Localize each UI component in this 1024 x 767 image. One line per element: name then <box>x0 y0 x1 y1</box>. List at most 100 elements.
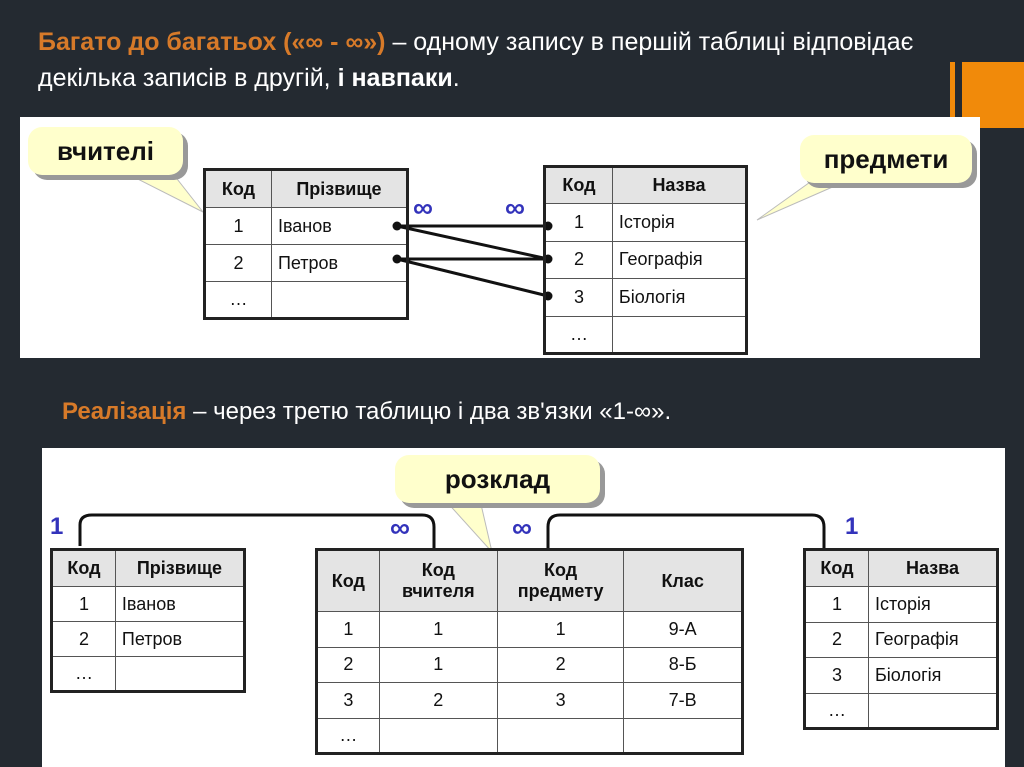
heading-highlight: Багато до багатьох («∞ - ∞») <box>38 28 386 56</box>
table-row: … <box>51 656 246 692</box>
column-header: Прізвище <box>114 549 246 587</box>
callout-schedule: розклад <box>395 455 600 503</box>
table-cell: … <box>804 692 869 729</box>
table-cell: Біологія <box>611 278 748 317</box>
table-cell: … <box>204 281 272 319</box>
column-header: Код <box>316 549 380 612</box>
table-cell: Географія <box>867 621 999 658</box>
table-cell: Географія <box>611 240 748 279</box>
table-cell: 2 <box>204 244 272 282</box>
table-cell: 1 <box>378 611 498 648</box>
column-header: Прізвище <box>270 169 409 208</box>
heading-end: . <box>452 64 460 92</box>
bracket-left <box>78 513 436 548</box>
table-cell: 2 <box>316 646 380 683</box>
table-cell <box>623 717 743 754</box>
column-header: Код <box>204 169 272 208</box>
column-header: Назва <box>611 166 748 204</box>
link-line <box>396 257 549 298</box>
table-cell: 1 <box>204 207 272 245</box>
table-cell: 3 <box>804 657 869 694</box>
heading-text: – одному запису в першій таблиці відпові… <box>38 28 914 92</box>
column-header: Код вчителя <box>378 549 498 612</box>
table-row: … <box>316 717 743 754</box>
table-cell: Історія <box>611 203 748 242</box>
table-cell: 1 <box>378 646 498 683</box>
infinity-label: ∞ <box>413 192 433 223</box>
table-cell: Петров <box>270 244 409 282</box>
table-cell: Петров <box>114 621 246 657</box>
table-cell: 1 <box>496 611 625 648</box>
table-cell <box>496 717 625 754</box>
table-cell <box>114 656 246 692</box>
table-cell: Іванов <box>270 207 409 245</box>
column-header: Код <box>804 549 869 587</box>
callout-tail-teachers <box>119 169 204 213</box>
infinity-label: ∞ <box>390 512 410 543</box>
table-cell: Біологія <box>867 657 999 694</box>
one-label: 1 <box>845 513 859 540</box>
callout-tail-schedule <box>443 499 493 554</box>
bracket-right <box>546 513 826 548</box>
callout-teachers: вчителі <box>28 127 183 175</box>
table-cell <box>378 717 498 754</box>
table-cell: 8-Б <box>623 646 743 683</box>
table-cell <box>867 692 999 729</box>
table-cell: Іванов <box>114 586 246 622</box>
table-cell: 9-А <box>623 611 743 648</box>
table-cell: 1 <box>316 611 380 648</box>
table-cell: 2 <box>51 621 116 657</box>
table-row: … <box>544 315 748 354</box>
column-header: Код предмету <box>496 549 625 612</box>
infinity-label: ∞ <box>505 192 525 223</box>
table-cell: 3 <box>544 278 613 317</box>
table-cell: 1 <box>804 586 869 623</box>
table-cell <box>611 315 748 354</box>
accent-bar-thin <box>950 62 955 126</box>
callout-subjects: предмети <box>800 135 972 183</box>
column-header: Код <box>51 549 116 587</box>
table-cell: … <box>316 717 380 754</box>
table-cell: 3 <box>496 682 625 719</box>
table-cell: 2 <box>804 621 869 658</box>
column-header: Код <box>544 166 613 204</box>
subheading: Реалізація – через третю таблицю і два з… <box>62 398 671 426</box>
infinity-label: ∞ <box>512 512 532 543</box>
table-cell: … <box>544 315 613 354</box>
table-row: … <box>804 692 999 729</box>
table-cell: 3 <box>316 682 380 719</box>
subheading-highlight: Реалізація <box>62 398 187 425</box>
heading-bold: і навпаки <box>337 64 453 92</box>
subheading-text: – через третю таблицю і два зв'язки «1-∞… <box>186 398 672 425</box>
table-cell: 1 <box>544 203 613 242</box>
column-header: Назва <box>867 549 999 587</box>
table-cell: Історія <box>867 586 999 623</box>
table-cell: 2 <box>544 240 613 279</box>
slide-heading: Багато до багатьох («∞ - ∞») – одному за… <box>38 24 938 96</box>
table-cell: 1 <box>51 586 116 622</box>
one-label: 1 <box>50 513 64 540</box>
table-cell: 2 <box>496 646 625 683</box>
link-line <box>396 224 549 261</box>
